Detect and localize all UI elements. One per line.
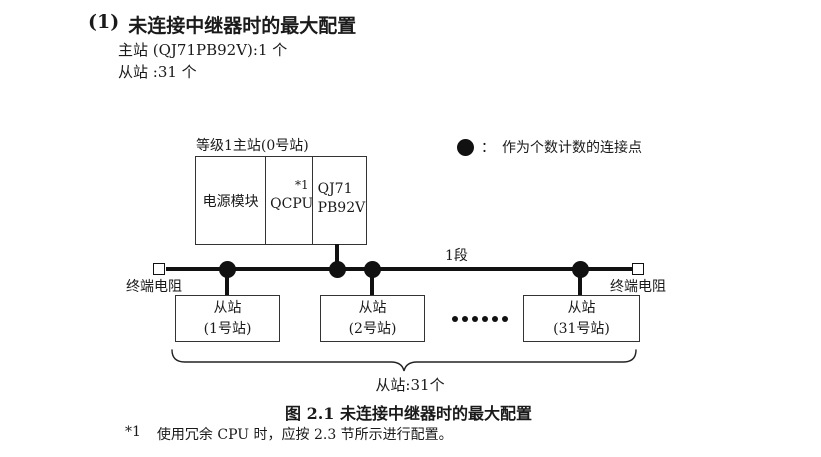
continuation-dots	[452, 316, 508, 322]
footnote-marker: *1	[125, 424, 141, 440]
terminator-left-label: 终端电阻	[126, 279, 182, 295]
slave2-title: 从站	[358, 300, 387, 317]
master-count-line: 主站 (QJ71PB92V):1 个	[118, 41, 288, 59]
footnote-text: 使用冗余 CPU 时，应按 2.3 节所示进行配置。	[156, 427, 453, 443]
power-module-cell: 电源模块	[202, 193, 259, 210]
slave-span-brace	[171, 349, 637, 372]
slave31-drop-line	[578, 271, 582, 295]
qcpu-footnote-ref: *1	[294, 178, 309, 192]
section-heading: (1) 未连接中继器时的最大配置	[88, 11, 356, 38]
slave31-station-no: (31号站)	[553, 320, 610, 337]
slave31-title: 从站	[567, 300, 596, 317]
section-title: 未连接中继器时的最大配置	[128, 15, 357, 37]
slave-count-label: 从站:31个	[375, 376, 445, 394]
terminator-right	[632, 263, 644, 275]
terminator-right-label: 终端电阻	[610, 279, 666, 295]
bus-line	[166, 267, 634, 271]
master-drop-line	[335, 244, 339, 269]
slave-count-line: 从站 :31 个	[118, 63, 197, 81]
legend-text: 作为个数计数的连接点	[502, 140, 642, 156]
qj71-line1: QJ71	[317, 181, 353, 197]
legend: ： 作为个数计数的连接点	[457, 137, 642, 157]
slave-station-1-box: 从站 (1号站)	[175, 295, 280, 342]
section-number: (1)	[88, 11, 120, 33]
legend-separator: ：	[481, 140, 495, 156]
qcpu-label: QCPU	[270, 196, 314, 212]
master-station-label: 等级1主站(0号站)	[196, 138, 309, 154]
connection-dot-master	[329, 261, 346, 278]
slave1-drop-line	[225, 271, 229, 295]
connection-dot-slave2	[364, 261, 381, 278]
footnote: *1 使用冗余 CPU 时，应按 2.3 节所示进行配置。	[125, 424, 453, 444]
slave-station-2-box: 从站 (2号站)	[320, 295, 425, 342]
connection-point-icon	[457, 138, 474, 156]
terminator-left	[153, 263, 165, 275]
slave1-title: 从站	[213, 300, 242, 317]
figure-caption: 图 2.1 未连接中继器时的最大配置	[285, 404, 532, 423]
master-station-box: 电源模块 *1 QCPU QJ71 PB92V	[195, 156, 367, 245]
connection-dot-slave1	[219, 261, 236, 278]
segment-label: 1段	[445, 248, 468, 264]
slave2-station-no: (2号站)	[348, 320, 397, 337]
qcpu-cell: *1 QCPU	[265, 157, 314, 244]
qj71pb92v-cell: QJ71 PB92V	[311, 157, 366, 244]
slave2-drop-line	[370, 271, 374, 295]
slave1-station-no: (1号站)	[203, 320, 252, 337]
slave-station-31-box: 从站 (31号站)	[523, 295, 640, 342]
connection-dot-slave31	[572, 261, 589, 278]
qj71-line2: PB92V	[317, 200, 366, 217]
